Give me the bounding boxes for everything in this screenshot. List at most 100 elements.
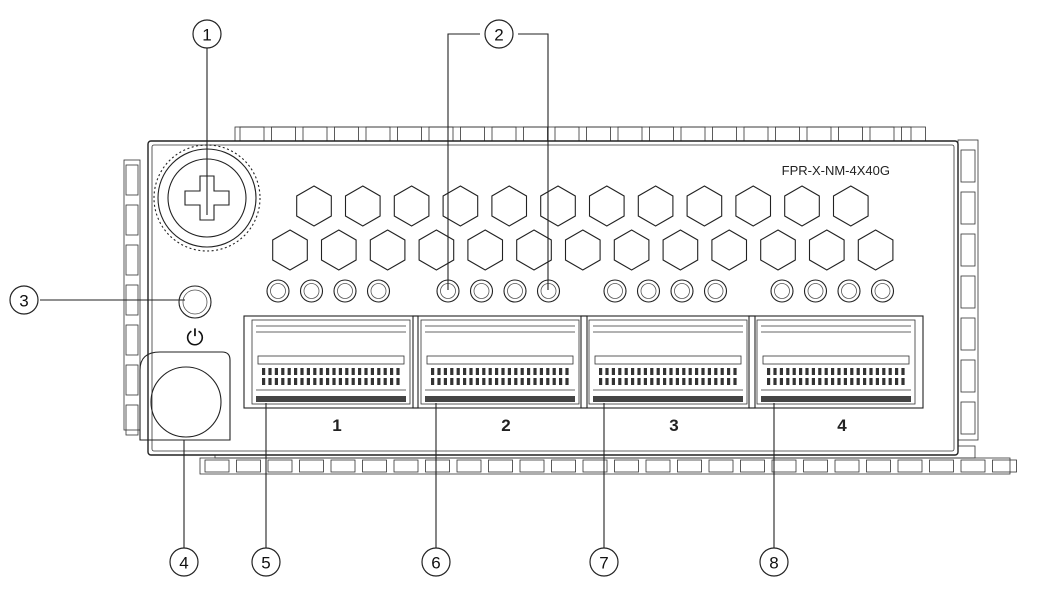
port-led-lens <box>674 283 690 299</box>
vent-hex <box>613 229 650 271</box>
right-side-fins <box>957 139 979 441</box>
vent-hex <box>588 185 625 227</box>
vent-hex <box>467 229 504 271</box>
port-led-lens <box>640 283 657 299</box>
rail-rib <box>866 459 891 473</box>
rail-rib <box>869 126 895 142</box>
rail-rib <box>614 459 639 473</box>
vent-hex <box>662 229 699 271</box>
rail-rib <box>775 126 800 142</box>
callout-8: 8 <box>759 547 789 577</box>
power-button[interactable] <box>178 285 212 319</box>
rail-rib <box>712 126 737 142</box>
vent-hex <box>711 229 748 271</box>
side-rib <box>960 149 976 183</box>
power-icon: ⏻ <box>186 325 203 350</box>
rail-rib <box>586 126 611 142</box>
qsfp-port-group <box>243 315 924 409</box>
qsfp-port-4[interactable] <box>748 315 924 409</box>
rail-rib <box>617 126 643 142</box>
port-led-lens <box>807 283 824 299</box>
rail-rib <box>330 459 356 473</box>
screw-cross-icon <box>184 175 230 221</box>
vent-hex <box>516 229 552 271</box>
callout-7: 7 <box>589 547 619 577</box>
side-rib <box>125 404 139 436</box>
svg-text:1: 1 <box>202 26 211 45</box>
rail-rib <box>901 126 926 142</box>
rail-rib <box>460 126 485 142</box>
rail-rib <box>239 126 265 142</box>
port-led-lens <box>270 283 286 299</box>
qsfp-port-3[interactable] <box>580 315 756 409</box>
svg-text:5: 5 <box>261 554 270 573</box>
rail-rib <box>551 459 576 473</box>
vent-hex <box>637 185 674 227</box>
side-rib <box>125 164 139 196</box>
side-rib <box>960 317 976 351</box>
vent-hex <box>272 229 308 271</box>
rail-rib <box>960 459 986 473</box>
svg-text:4: 4 <box>179 554 188 573</box>
port-number-4: 4 <box>837 416 847 435</box>
side-rib <box>960 233 976 267</box>
callout-4: 4 <box>169 547 199 577</box>
svg-text:8: 8 <box>769 554 778 573</box>
rail-rib <box>204 459 230 473</box>
vent-hex <box>344 185 381 227</box>
vent-hex <box>393 185 430 227</box>
rail-rib <box>428 126 454 142</box>
callout-2: 2 <box>484 19 514 49</box>
vent-hex <box>735 185 772 227</box>
port-led-lens <box>370 283 387 299</box>
svg-text:2: 2 <box>494 26 503 45</box>
rail-rib <box>362 459 387 473</box>
port-led-row <box>266 279 895 303</box>
rail-rib <box>838 126 863 142</box>
rail-rib <box>302 126 328 142</box>
rail-rib <box>740 459 765 473</box>
rail-rib <box>708 459 734 473</box>
rail-rib <box>456 459 482 473</box>
rail-rib <box>992 459 1017 473</box>
port-led-lens <box>337 283 353 299</box>
vent-hex <box>369 229 406 271</box>
vent-hex <box>760 229 796 271</box>
port-led-lens <box>774 283 790 299</box>
side-rib <box>960 401 976 435</box>
qsfp-port-1[interactable] <box>243 315 419 409</box>
qsfp-port-2[interactable] <box>412 315 588 409</box>
side-rib <box>125 204 139 236</box>
port-led-lens <box>303 283 320 299</box>
eject-button[interactable] <box>139 351 231 441</box>
port-led-lens <box>841 283 857 299</box>
rail-rib <box>554 126 580 142</box>
ventilation-hex-grid <box>272 185 894 271</box>
rail-rib <box>645 459 671 473</box>
rail-rib <box>649 126 674 142</box>
port-number-3: 3 <box>669 416 678 435</box>
rail-rib <box>267 459 293 473</box>
side-rib <box>125 244 139 276</box>
rail-rib <box>488 459 513 473</box>
port-led-lens <box>507 283 523 299</box>
vent-hex <box>686 185 723 227</box>
side-rib <box>125 364 139 396</box>
vent-hex <box>442 185 479 227</box>
rail-rib <box>771 459 797 473</box>
rail-rib <box>236 459 261 473</box>
rail-rib <box>334 126 359 142</box>
svg-text:7: 7 <box>599 554 608 573</box>
rail-rib <box>929 459 954 473</box>
side-rib <box>960 191 976 225</box>
rail-rib <box>491 126 517 142</box>
rail-rib <box>897 459 923 473</box>
vent-hex <box>784 185 820 227</box>
callout-6: 6 <box>421 547 451 577</box>
rail-rib <box>582 459 608 473</box>
vent-hex <box>808 229 845 271</box>
vent-hex <box>418 229 455 271</box>
port-number-2: 2 <box>501 416 510 435</box>
